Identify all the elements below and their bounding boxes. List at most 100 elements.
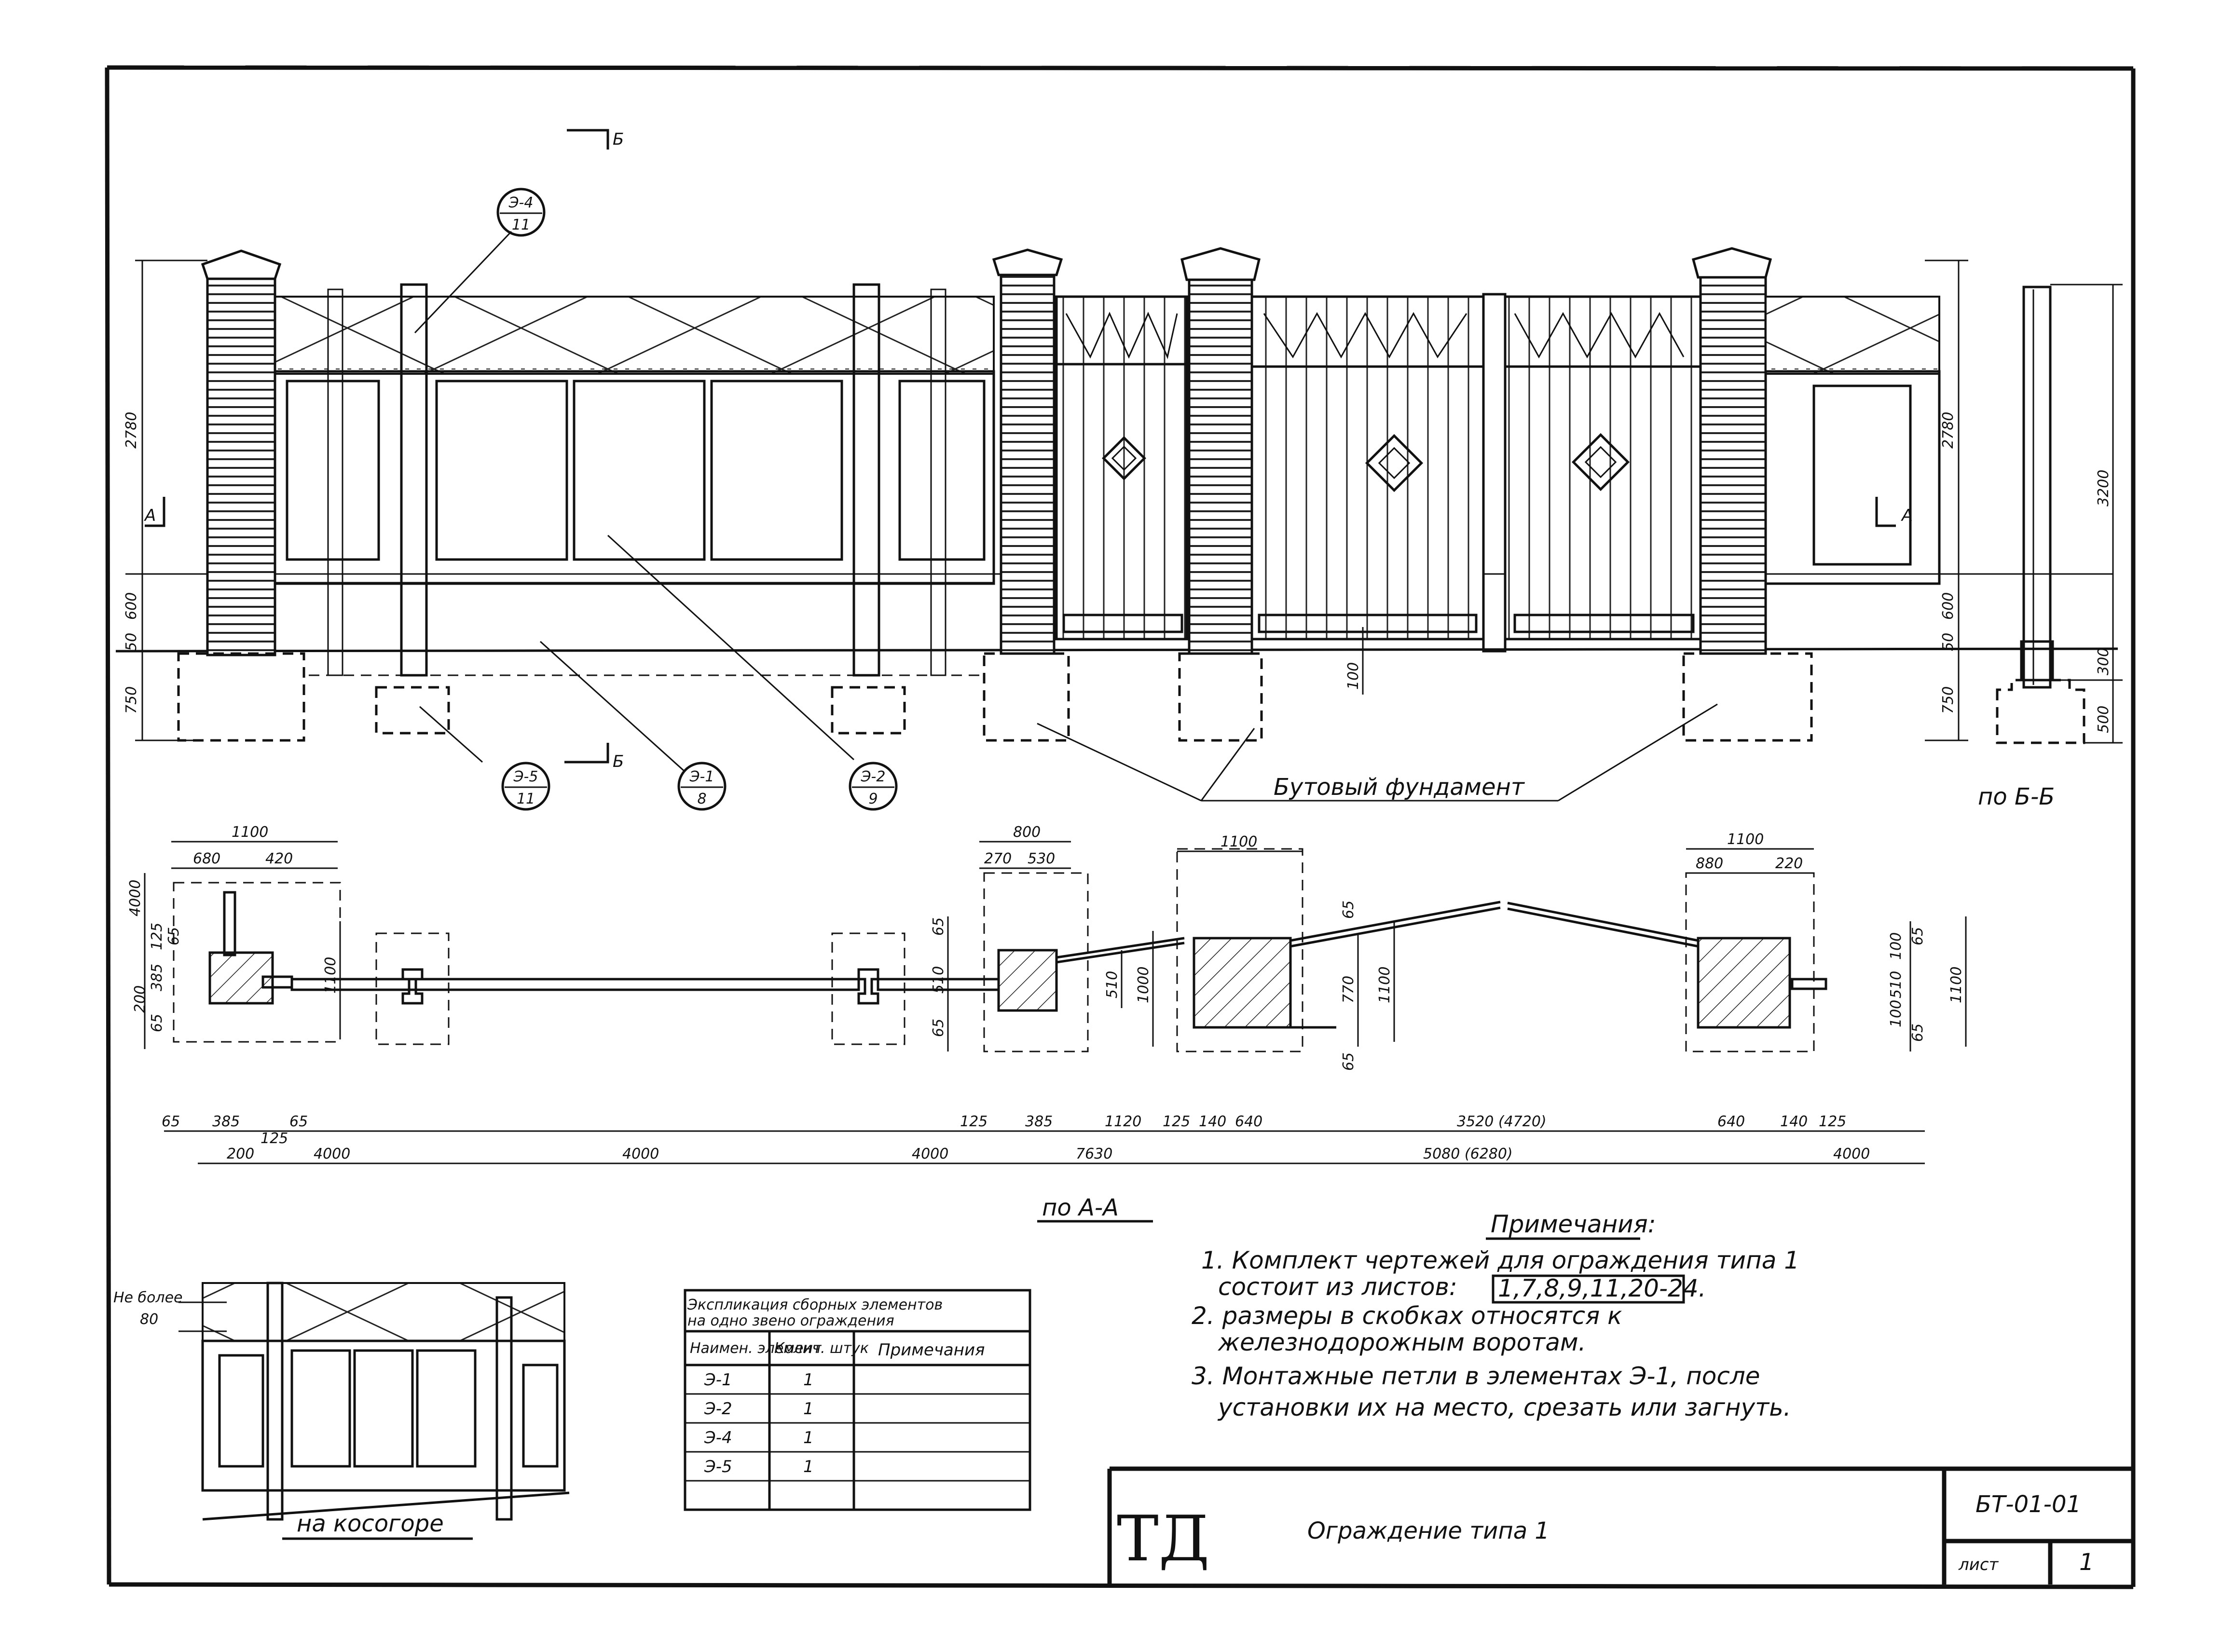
plan-dim: 65	[1909, 1024, 1926, 1042]
plan-dim: 510	[930, 966, 947, 994]
table-header: Примечания	[878, 1340, 985, 1360]
note-line: состоит из листов:	[1218, 1273, 1457, 1301]
table-header: Колич. штук	[774, 1340, 869, 1357]
plan-dim: 65	[1340, 1052, 1357, 1071]
sheet-frame	[105, 65, 2136, 1589]
note-line: железнодорожным воротам.	[1218, 1328, 1586, 1356]
table-title-1: Экспликация сборных элементов	[687, 1297, 943, 1313]
plan-label: по А-А	[1042, 1194, 1119, 1221]
plan-dim: 4000	[1833, 1146, 1870, 1162]
svg-text:Э-5: Э-5	[513, 768, 538, 785]
brick-pillar-gate-2	[1188, 278, 1253, 655]
plan-dim: 140	[1199, 1113, 1226, 1130]
note-line: установки их на место, срезать или загну…	[1217, 1393, 1791, 1421]
svg-text:Э-4: Э-4	[704, 1428, 732, 1447]
gate-ornament	[1571, 433, 1630, 492]
foundation	[177, 652, 305, 742]
plan-dim: 125	[1819, 1113, 1846, 1130]
post-footing	[375, 686, 450, 735]
plan-dim: 1100	[1376, 967, 1393, 1003]
notes-block: Примечания: 1. Комплект чертежей для огр…	[1192, 1210, 1799, 1421]
pillar-cap	[1180, 247, 1261, 281]
svg-text:8: 8	[697, 791, 706, 807]
pillar-cap	[201, 249, 282, 280]
panel-window	[573, 380, 706, 561]
title-code: БТ-01-01	[1975, 1491, 2081, 1518]
plan-dim: 65	[165, 927, 182, 945]
dim-bb-300: 300	[2095, 648, 2112, 675]
pillar-cap	[992, 248, 1063, 276]
plan-dim: 420	[265, 850, 293, 867]
plan-dim: 1120	[1105, 1113, 1141, 1130]
pillar-cap	[1691, 247, 1772, 279]
elements-table: Экспликация сборных элементов на одно зв…	[684, 1289, 1031, 1511]
post-footing	[831, 686, 906, 735]
plan-dim: 7630	[1076, 1146, 1112, 1162]
panel-window	[290, 1349, 351, 1468]
dim-right-50: 50	[1940, 633, 1957, 651]
plan-dim: 385	[149, 964, 165, 991]
svg-text:11: 11	[517, 791, 535, 807]
panel-window	[710, 380, 843, 561]
dim-left-750: 750	[123, 686, 140, 714]
plan-dim: 200	[132, 985, 149, 1013]
plan-pillar	[1193, 937, 1292, 1029]
plan-dim: 385	[1025, 1113, 1053, 1130]
table-header: Наимен. элемент	[690, 1340, 822, 1357]
svg-text:Э-2: Э-2	[861, 768, 886, 785]
svg-text:1: 1	[803, 1428, 814, 1447]
section-post	[2022, 286, 2052, 689]
plan-dim: 680	[193, 850, 220, 867]
gate-post-center	[1482, 293, 1507, 653]
slope-view: Не более 80 на косогоре	[113, 1282, 570, 1540]
callout-e4: Э-4 11	[496, 188, 546, 237]
plan-dim: 385	[212, 1113, 240, 1130]
plan-dim: 65	[289, 1113, 308, 1130]
table-row: Э-4 1	[704, 1428, 814, 1447]
title-sheet-number: 1	[2079, 1549, 2094, 1576]
title-text: Ограждение типа 1	[1307, 1517, 1550, 1544]
plan-dim: 800	[1013, 824, 1041, 841]
plan-dim: 1100	[1221, 833, 1257, 850]
plan-dim: 880	[1696, 855, 1723, 872]
gate-ornament	[1102, 436, 1146, 480]
panel-window	[353, 1349, 414, 1468]
panel-window	[416, 1349, 477, 1468]
dim-left-50: 50	[123, 633, 140, 651]
dim-bb-500: 500	[2095, 706, 2112, 733]
table-row: Э-2 1	[704, 1399, 814, 1419]
title-block: ТД Ограждение типа 1 БТ-01-01 лист 1	[1107, 1466, 2133, 1584]
plan-dim: 530	[1028, 850, 1055, 867]
dim-right-750: 750	[1940, 686, 1957, 714]
section-mark-a-left: А	[144, 506, 156, 525]
svg-text:Э-1: Э-1	[689, 768, 714, 785]
plan-dim: 200	[227, 1146, 254, 1162]
plan-dim: 65	[1340, 901, 1357, 919]
plan-pillar	[1697, 937, 1791, 1029]
note-sheets: 1,7,8,9,11,20-24.	[1498, 1274, 1706, 1302]
plan-dim: 65	[162, 1113, 180, 1130]
plan-dim: 140	[1780, 1113, 1808, 1130]
foundation-label: Бутовый фундамент	[1274, 774, 1525, 801]
slope-note-line1: Не более	[113, 1289, 183, 1306]
callout-e1: Э-1 8	[677, 762, 727, 811]
title-logo: ТД	[1117, 1502, 1209, 1575]
elevation-view: 2780 600 50 750 2780 600 50 750 100 Б Б …	[115, 129, 2118, 811]
callout-e2: Э-2 9	[849, 762, 898, 811]
plan-dim: 100	[1888, 1000, 1905, 1027]
section-mark-b-bottom: Б	[613, 752, 624, 771]
plan-dim: 510	[1888, 971, 1905, 998]
foundation	[983, 652, 1070, 742]
gate-ornament	[1365, 434, 1424, 492]
panel-window	[218, 1354, 264, 1468]
brick-pillar-left	[206, 277, 276, 656]
dim-right-600: 600	[1940, 592, 1957, 620]
slope-label: на косогоре	[297, 1510, 444, 1537]
svg-text:1: 1	[803, 1370, 814, 1390]
note-line: 3. Монтажные петли в элементах Э-1, посл…	[1192, 1362, 1760, 1390]
plan-dim: 510	[1104, 971, 1121, 998]
svg-text:Э-2: Э-2	[704, 1399, 732, 1419]
plan-dim: 100	[1888, 932, 1905, 960]
table-title-2: на одно звено ограждения	[687, 1312, 894, 1329]
